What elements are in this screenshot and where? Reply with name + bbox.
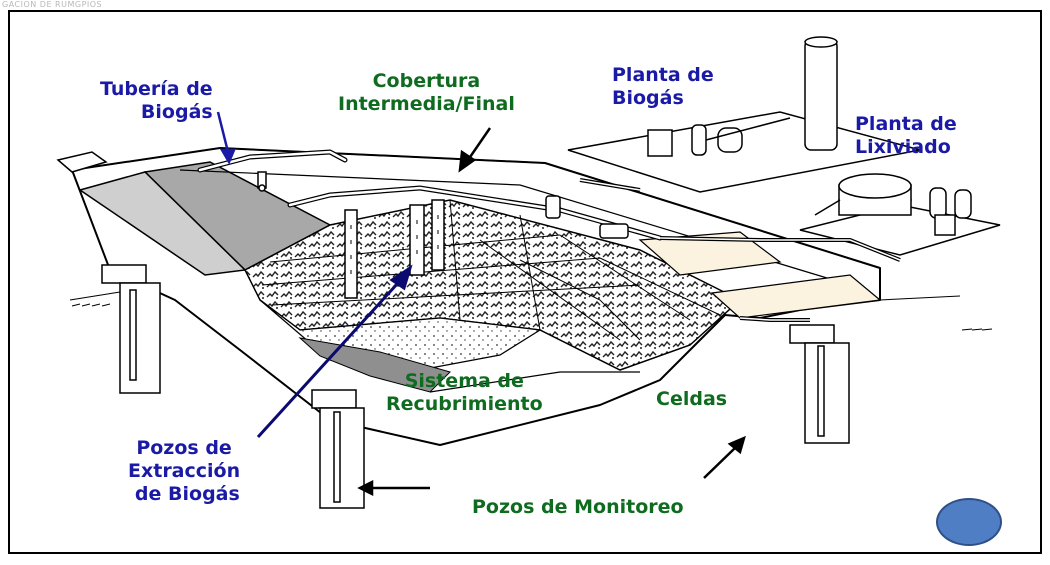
biogas-plant (567, 36, 921, 193)
monitoring-caps (56, 151, 108, 173)
label-pozos-monitoreo: Pozos de Monitoreo (472, 496, 684, 518)
arrow-monitoreo-right (703, 435, 746, 479)
header-caption: GACION DE RUMGPIOS (2, 0, 103, 9)
label-pozos-extraccion: Pozos de Extracción de Biogás (128, 437, 241, 505)
arrow-monitoreo-center (357, 479, 430, 497)
cap-panel-1 (638, 231, 782, 276)
arrow-tuberia (216, 111, 236, 165)
label-celdas: Celdas (656, 388, 728, 410)
circle-button[interactable] (936, 498, 1002, 546)
monitoring-well-left (101, 264, 161, 394)
cap-panel-2 (710, 274, 882, 319)
gas-vents (257, 171, 629, 239)
label-planta-biogas: Planta de Biogás (612, 64, 714, 109)
ground-hatch-left (69, 291, 993, 331)
arrow-cobertura (458, 127, 492, 173)
monitoring-well-center (311, 389, 365, 509)
well-dashes (350, 215, 439, 274)
label-sistema-recubrimiento: Sistema de Recubrimiento (386, 370, 543, 415)
label-cobertura: Cobertura Intermedia/Final (338, 70, 515, 115)
arrow-pozos-extraccion (256, 264, 413, 439)
label-planta-lixiviado: Planta de Lixiviado (855, 113, 957, 158)
monitoring-well-right (789, 324, 850, 444)
header-strip: GACION DE RUMGPIOS (0, 0, 1050, 14)
gas-wells (344, 199, 445, 299)
label-tuberia-biogas: Tubería de Biogás (100, 78, 213, 123)
leachate-plant (799, 173, 1001, 256)
